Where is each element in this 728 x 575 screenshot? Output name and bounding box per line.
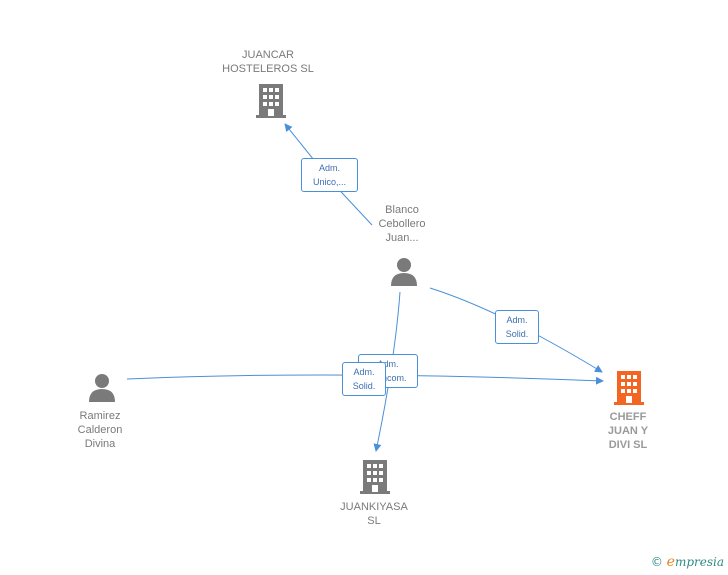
person-icon[interactable] — [389, 256, 419, 286]
brand-name: mpresia — [674, 555, 724, 569]
node-label-juankiyasa[interactable]: JUANKIYASA SL — [340, 501, 408, 527]
brand-initial: e — [666, 554, 675, 570]
node-label-blanco[interactable]: Blanco Cebollero Juan... — [378, 204, 426, 244]
building-icon[interactable] — [360, 460, 390, 494]
node-label-cheff[interactable]: CHEFF JUAN Y DIVI SL — [607, 411, 649, 451]
edge-label-blanco-juancar[interactable]: Adm. Unico,... — [301, 158, 358, 192]
building-icon[interactable] — [256, 84, 286, 118]
edge-label-ramirez-cheff[interactable]: Adm. Solid. — [342, 362, 386, 396]
edge-label-blanco-cheff[interactable]: Adm. Solid. — [495, 310, 539, 344]
node-label-juancar[interactable]: JUANCAR HOSTELEROS SL — [222, 49, 314, 75]
copyright-symbol: © — [650, 555, 663, 569]
person-icon[interactable] — [87, 372, 117, 402]
empresia-logo[interactable]: © empresia — [651, 554, 724, 570]
node-label-ramirez[interactable]: Ramirez Calderon Divina — [77, 410, 123, 450]
building-icon-highlight[interactable] — [614, 371, 644, 405]
